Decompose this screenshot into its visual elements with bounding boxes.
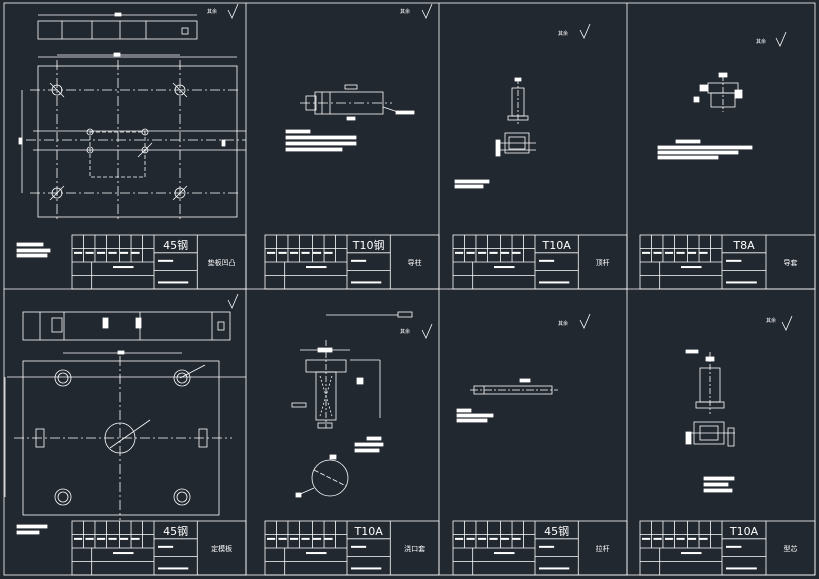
panel-8-core-drawing <box>685 315 793 493</box>
part-name-label: 垫板凹凸 <box>208 258 236 267</box>
panel-5-fixed-plate-drawing <box>4 293 246 535</box>
title-block-3 <box>452 234 628 290</box>
material-label: 45钢 <box>163 525 188 538</box>
part-name-label: 浇口套 <box>404 544 425 553</box>
part-name-label: 型芯 <box>784 544 798 553</box>
title-block-7 <box>452 520 628 576</box>
title-block-4 <box>639 234 816 290</box>
panel-2-pillar-drawing <box>285 3 433 152</box>
panel-1-plate-drawing <box>16 3 246 258</box>
panel-4-bushing-drawing <box>657 31 787 160</box>
title-block-5 <box>71 520 247 576</box>
material-label: 45钢 <box>163 239 188 252</box>
roughness-note: 其余 <box>558 320 568 327</box>
title-block-2 <box>264 234 440 290</box>
material-label: T8A <box>732 239 755 252</box>
material-label: T10钢 <box>352 239 385 252</box>
material-label: T10A <box>354 525 384 538</box>
panel-7-pull-rod-drawing <box>456 313 591 423</box>
part-name-label: 拉杆 <box>596 544 610 553</box>
roughness-note: 其余 <box>766 317 776 324</box>
panel-6-sprue-bushing-drawing <box>291 311 433 498</box>
roughness-note: 其余 <box>756 38 766 45</box>
roughness-note: 其余 <box>207 8 217 15</box>
part-name-label: 导套 <box>784 258 798 267</box>
material-label: 45钢 <box>544 525 569 538</box>
roughness-note: 其余 <box>400 8 410 15</box>
title-block-8 <box>639 520 816 576</box>
roughness-note: 其余 <box>558 30 568 37</box>
title-block-1 <box>71 234 247 290</box>
part-name-label: 顶杆 <box>596 258 610 267</box>
roughness-note: 其余 <box>400 328 410 335</box>
part-name-label: 定模板 <box>211 544 232 553</box>
panel-3-ejector-pin-drawing <box>454 23 591 189</box>
material-label: T10A <box>542 239 572 252</box>
material-label: T10A <box>729 525 759 538</box>
title-block-6 <box>264 520 440 576</box>
part-name-label: 导柱 <box>408 258 422 267</box>
